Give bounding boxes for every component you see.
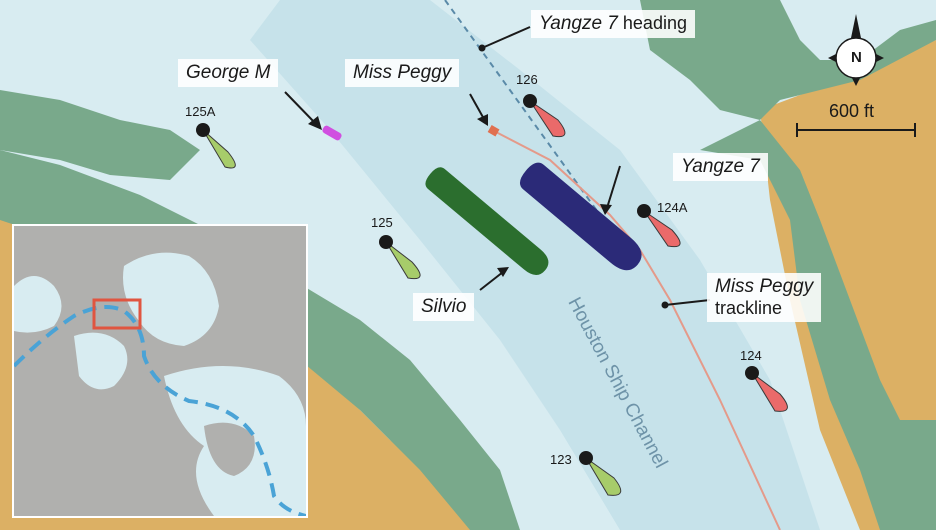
silvio-label: Silvio — [413, 293, 475, 321]
inset-land-patch — [204, 422, 255, 476]
buoy-126-label: 126 — [516, 72, 538, 87]
miss-peggy-trackline-label: Miss Peggy trackline — [707, 273, 822, 322]
miss-peggy-label: Miss Peggy — [345, 59, 460, 87]
locator-inset-map — [12, 224, 308, 518]
yangze-7-label: Yangze 7 — [673, 153, 768, 181]
scale-bar — [796, 123, 916, 137]
scale-bar-label: 600 ft — [829, 101, 875, 121]
buoy-126 — [523, 94, 566, 138]
yangze-heading-label: Yangze 7 heading — [531, 10, 695, 38]
leader-lines — [284, 26, 711, 306]
buoy-123-label: 123 — [550, 452, 572, 467]
buoy-123 — [579, 451, 622, 496]
inset-bay-top — [123, 252, 219, 346]
george-m-label: George M — [178, 59, 279, 87]
marsh-top-left — [0, 90, 200, 180]
buoy-124 — [745, 366, 788, 412]
buoy-124a-label: 124A — [657, 200, 688, 215]
marsh-right-bank — [700, 120, 936, 530]
north-arrow-icon — [828, 14, 884, 86]
buoy-125-label: 125 — [371, 215, 393, 230]
compass-n-label: N — [851, 49, 862, 66]
buoy-125a-label: 125A — [185, 104, 216, 119]
buoy-124-label: 124 — [740, 348, 762, 363]
yangze-7-vessel — [519, 162, 642, 271]
inset-ship-channel-route — [14, 305, 306, 516]
land-bottom-center — [300, 310, 520, 530]
leader-arrowheads — [308, 44, 669, 309]
inset-water-left — [14, 276, 62, 333]
yangze-heading-line — [444, 0, 601, 216]
george-m-vessel — [322, 125, 342, 141]
marsh-top-right — [640, 0, 936, 120]
silvio-vessel — [425, 167, 549, 276]
buoy-125 — [379, 235, 421, 280]
inset-locator-box — [92, 298, 142, 330]
yangze-heading-vessel-name: Yangze 7 — [539, 13, 618, 34]
buoy-125a — [196, 123, 236, 169]
buoy-124a — [637, 204, 681, 248]
inset-water-mid — [74, 332, 128, 390]
inset-map-canvas — [14, 226, 306, 516]
trackline-suffix: trackline — [715, 297, 783, 318]
trackline-vessel-name: Miss Peggy — [715, 276, 814, 297]
miss-peggy-vessel — [487, 125, 500, 137]
yangze-heading-suffix: heading — [622, 13, 687, 33]
